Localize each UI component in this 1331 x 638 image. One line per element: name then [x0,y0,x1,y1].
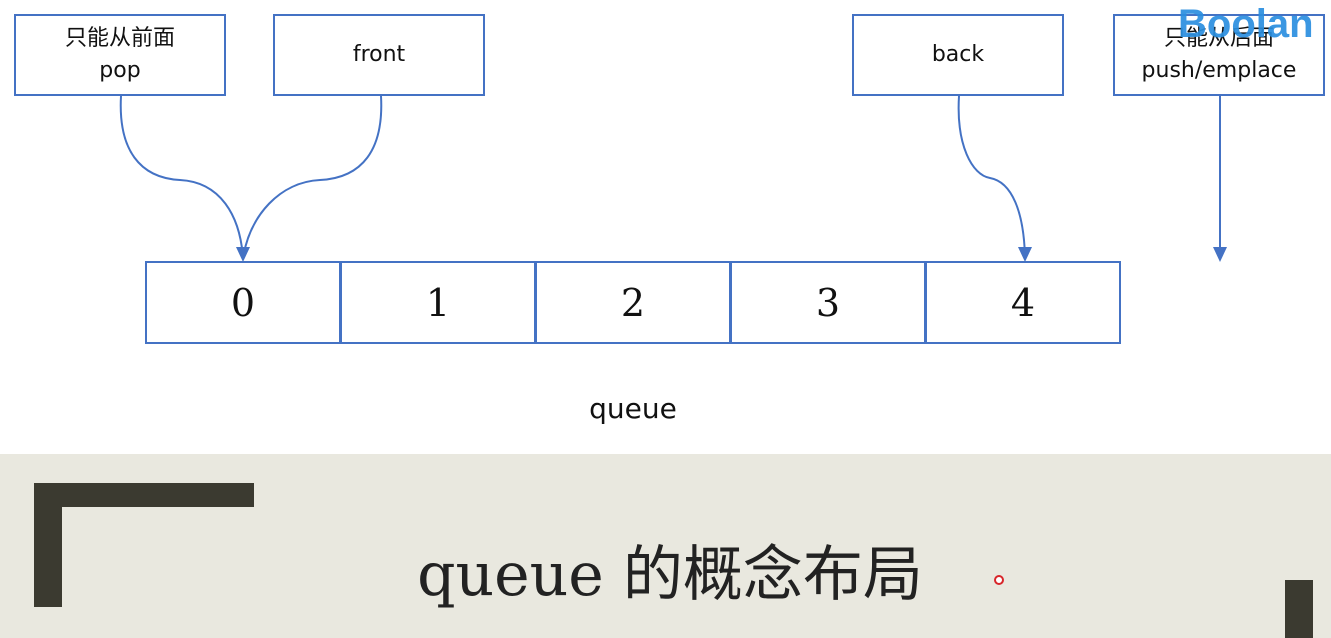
front-box: front [273,14,485,96]
queue-cell: 3 [730,261,926,344]
push-box: 只能从后面 push/emplace [1113,14,1325,96]
pop-box-desc: 只能从前面 [64,26,175,51]
front-box-label: front [352,42,406,67]
front-arrow [242,95,383,259]
corner-mark-horizontal [34,483,254,507]
arrowhead-icon [1018,247,1032,262]
push-box-op: push/emplace [1141,58,1297,83]
corner-mark-right [1285,580,1313,638]
back-box-label: back [931,42,985,67]
push-box-desc: 只能从后面 [1163,26,1274,51]
pop-box-op: pop [99,58,141,83]
arrowhead-icon [1213,247,1227,262]
diagram-caption: queue [589,392,677,425]
boolan-logo: Boolan [1178,2,1314,46]
arrowhead-icon [236,247,250,262]
queue-cell: 4 [925,261,1121,344]
slide-title: queue 的概念布局 [417,540,923,610]
queue-cells: 0 1 2 3 4 [145,261,1121,344]
laser-pointer-dot [994,575,1004,585]
corner-mark-vertical [34,483,62,607]
back-arrow [957,95,1026,259]
pop-arrow [119,95,244,259]
queue-cell: 2 [535,261,731,344]
arrows-layer [119,95,1227,262]
back-box: back [852,14,1064,96]
pop-box: 只能从前面 pop [14,14,226,96]
